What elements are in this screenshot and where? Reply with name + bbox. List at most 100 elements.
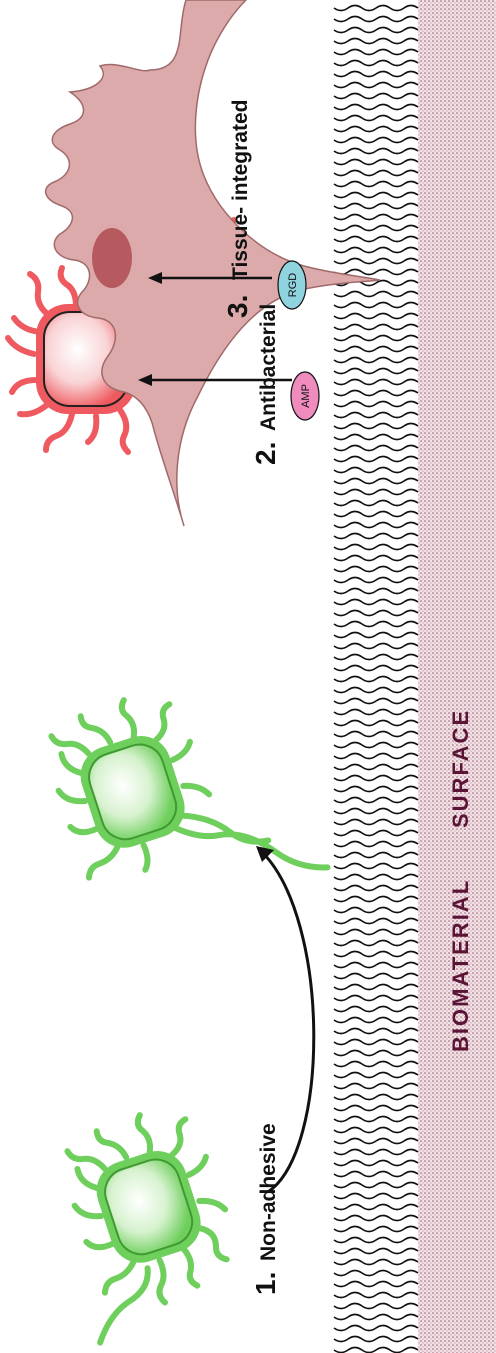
brush-chain <box>334 182 418 187</box>
brush-chain <box>334 589 418 594</box>
brush-chain <box>334 204 418 209</box>
brush-chain <box>334 1040 418 1045</box>
brush-chain <box>334 644 418 649</box>
brush-chain <box>334 633 418 638</box>
brush-chain <box>334 1018 418 1023</box>
brush-chain <box>334 765 418 770</box>
bacterium-1-icon <box>37 1099 252 1342</box>
brush-chain <box>334 1238 418 1243</box>
brush-chain <box>334 17 418 22</box>
brush-chain <box>334 941 418 946</box>
brush-chain <box>334 259 418 264</box>
label-2-number: 2. <box>250 442 281 465</box>
brush-chain <box>334 974 418 979</box>
brush-chain <box>334 820 418 825</box>
brush-chain <box>334 50 418 55</box>
amp-chip-label: AMP <box>300 384 312 408</box>
brush-chain <box>334 83 418 88</box>
brush-chain <box>334 490 418 495</box>
brush-chain <box>334 864 418 869</box>
brush-chain <box>334 622 418 627</box>
brush-chain <box>334 600 418 605</box>
brush-chain <box>334 1326 418 1331</box>
brush-chain <box>334 743 418 748</box>
brush-chain <box>334 1205 418 1210</box>
brush-chain <box>334 1271 418 1276</box>
brush-chain <box>334 1172 418 1177</box>
brush-chain <box>334 1227 418 1232</box>
brush-chain <box>334 1051 418 1056</box>
brush-chain <box>334 94 418 99</box>
brush-chain <box>334 1084 418 1089</box>
brush-chain <box>334 28 418 33</box>
brush-chain <box>334 908 418 913</box>
brush-chain <box>334 1282 418 1287</box>
brush-chain <box>334 1293 418 1298</box>
brush-chain <box>334 699 418 704</box>
brush-chain <box>334 446 418 451</box>
brush-chain <box>334 1304 418 1309</box>
brush-chain <box>334 985 418 990</box>
brush-chain <box>334 336 418 341</box>
brush-chain <box>334 149 418 154</box>
brush-chain <box>334 1161 418 1166</box>
brush-chain <box>334 105 418 110</box>
brush-chain <box>334 435 418 440</box>
brush-chain <box>334 831 418 836</box>
brush-chain <box>334 523 418 528</box>
brush-chain <box>334 1007 418 1012</box>
brush-chain <box>334 1106 418 1111</box>
brush-chain <box>334 655 418 660</box>
brush-chain <box>334 1139 418 1144</box>
brush-chain <box>334 798 418 803</box>
brush-chain <box>334 1216 418 1221</box>
surface-label-word2: SURFACE <box>448 709 473 828</box>
brush-chain <box>334 237 418 242</box>
brush-chain <box>334 292 418 297</box>
brush-chain <box>334 897 418 902</box>
brush-chain <box>334 1128 418 1133</box>
label-3-number: 3. <box>222 295 253 318</box>
brush-chain <box>334 1183 418 1188</box>
amp-chip: AMP <box>291 372 319 420</box>
label-3-text: Tissue- integrated <box>229 100 252 281</box>
brush-chain <box>334 1337 418 1342</box>
brush-chain <box>334 325 418 330</box>
brush-chain <box>334 534 418 539</box>
brush-chain <box>334 248 418 253</box>
brush-chain <box>334 567 418 572</box>
rgd-chip-label: RGD <box>287 273 299 298</box>
brush-chain <box>334 930 418 935</box>
brush-chain <box>334 688 418 693</box>
brush-chain <box>334 160 418 165</box>
bacterium-1-detached-icon <box>38 656 327 939</box>
brush-chain <box>334 875 418 880</box>
label-1-text: Non-adhesive <box>257 1123 280 1261</box>
brush-chain <box>334 996 418 1001</box>
label-2-text: Antibacterial <box>257 304 280 431</box>
brush-chain <box>334 303 418 308</box>
brush-chain <box>334 1348 418 1353</box>
brush-chain <box>334 127 418 132</box>
brush-chain <box>334 1249 418 1254</box>
brush-chain <box>334 457 418 462</box>
brush-chain <box>334 1260 418 1265</box>
brush-chain <box>334 853 418 858</box>
brush-chain <box>334 1073 418 1078</box>
brush-chain <box>334 754 418 759</box>
brush-chain <box>334 842 418 847</box>
brush-chain <box>334 380 418 385</box>
brush-chain <box>334 787 418 792</box>
brush-chain <box>334 193 418 198</box>
brush-chain <box>334 468 418 473</box>
brush-chain <box>334 6 418 11</box>
brush-chain <box>334 809 418 814</box>
brush-chain <box>334 402 418 407</box>
brush-chain <box>334 677 418 682</box>
brush-chain <box>334 138 418 143</box>
brush-chain <box>334 171 418 176</box>
brush-chain <box>334 270 418 275</box>
brush-chain <box>334 919 418 924</box>
brush-chain <box>334 1029 418 1034</box>
